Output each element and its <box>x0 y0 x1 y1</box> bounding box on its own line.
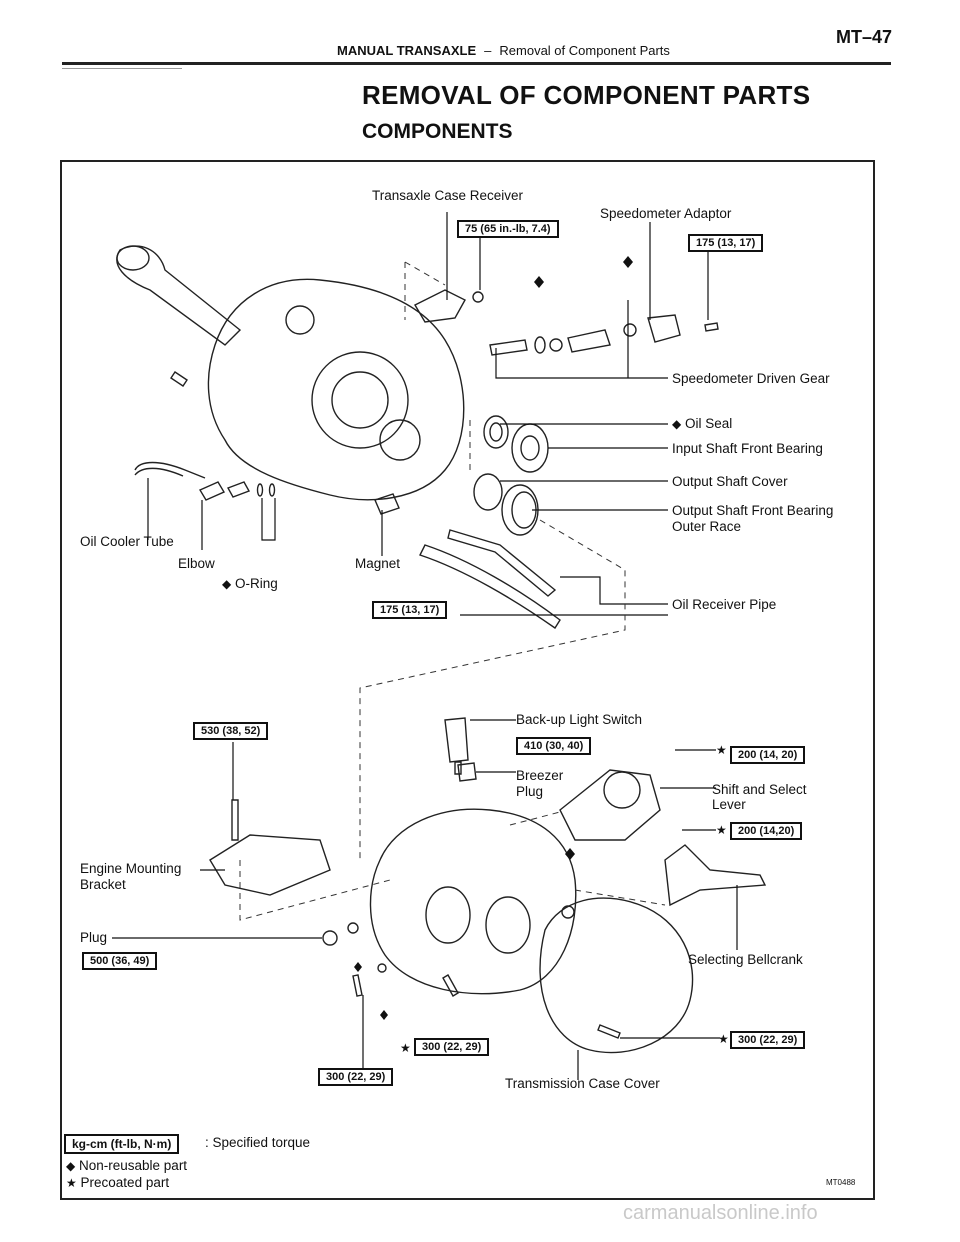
transaxle-case <box>207 278 465 501</box>
figure-code: MT0488 <box>826 1178 856 1187</box>
legend-unit-desc: : Specified torque <box>205 1135 311 1150</box>
label-transmission-case-cover: Transmission Case Cover <box>505 1076 660 1091</box>
label-outer-race: Outer Race <box>672 519 742 534</box>
torque-410: 410 (30, 40) <box>516 737 592 755</box>
torque-300-c: 300 (22, 29) <box>318 1068 394 1086</box>
section-name: MANUAL TRANSAXLE <box>337 43 477 58</box>
torque-530: 530 (38, 52) <box>193 722 269 740</box>
star-marker-200b: ★ <box>716 822 727 837</box>
star-icon: ★ <box>400 1041 411 1055</box>
subsection-name: Removal of Component Parts <box>499 43 670 58</box>
header-rule <box>62 62 891 65</box>
label-breezer: Breezer <box>516 768 564 783</box>
oil-seal-text: Oil Seal <box>685 416 733 431</box>
label-lever: Lever <box>712 797 746 812</box>
torque-500: 500 (36, 49) <box>82 952 158 970</box>
legend-non-reusable: ◆ Non-reusable part <box>66 1158 187 1173</box>
label-oil-receiver-pipe: Oil Receiver Pipe <box>672 597 777 612</box>
label-output-shaft-cover: Output Shaft Cover <box>672 474 788 489</box>
diamond-icon: ◆ <box>672 417 682 431</box>
label-selecting-bellcrank: Selecting Bellcrank <box>688 952 803 967</box>
label-plug: Plug <box>80 930 108 945</box>
label-elbow: Elbow <box>178 556 215 571</box>
star-icon: ★ <box>716 823 727 837</box>
o-ring-text: O-Ring <box>235 576 278 591</box>
label-oil-seal: ◆ Oil Seal <box>672 416 732 431</box>
star-marker-200a: ★ <box>716 742 727 757</box>
star-marker-300b: ★ <box>718 1031 729 1046</box>
label-shift-and-select: Shift and Select <box>712 782 807 797</box>
torque-300-b: 300 (22, 29) <box>730 1031 806 1049</box>
torque-175-mid: 175 (13, 17) <box>372 601 448 619</box>
running-header: MANUAL TRANSAXLE–Removal of Component Pa… <box>337 43 670 58</box>
legend-unit-box: kg-cm (ft-lb, N·m) <box>64 1134 180 1154</box>
label-output-shaft-front-bearing: Output Shaft Front Bearing <box>672 503 834 518</box>
label-magnet: Magnet <box>355 556 401 571</box>
legend-precoated: ★ Precoated part <box>66 1175 169 1190</box>
header-subrule <box>62 68 182 69</box>
label-engine-mounting: Engine Mounting <box>80 861 182 876</box>
page-number: MT–47 <box>836 27 893 47</box>
label-transaxle-case-receiver: Transaxle Case Receiver <box>372 188 524 203</box>
legend-precoated-text: Precoated part <box>80 1175 170 1190</box>
label-o-ring: ◆ O-Ring <box>222 576 278 591</box>
torque-175-top: 175 (13, 17) <box>688 234 764 252</box>
star-icon: ★ <box>716 743 727 757</box>
label-input-shaft-front-bearing: Input Shaft Front Bearing <box>672 441 823 456</box>
torque-75: 75 (65 in.-lb, 7.4) <box>457 220 559 238</box>
legend-non-reusable-text: Non-reusable part <box>79 1158 188 1173</box>
label-bracket: Bracket <box>80 877 126 892</box>
page-title: REMOVAL OF COMPONENT PARTS <box>362 80 811 110</box>
section-title: COMPONENTS <box>362 120 513 143</box>
torque-200-a: 200 (14, 20) <box>730 746 806 764</box>
label-speedometer-adaptor: Speedometer Adaptor <box>600 206 732 221</box>
label-speedometer-driven-gear: Speedometer Driven Gear <box>672 371 830 386</box>
label-breezer-plug: Plug <box>516 784 544 799</box>
transmission-case <box>369 808 577 995</box>
torque-200-b: 200 (14,20) <box>730 822 803 840</box>
star-icon: ★ <box>718 1032 729 1046</box>
star-icon: ★ <box>66 1176 77 1190</box>
torque-300-a: 300 (22, 29) <box>414 1038 490 1056</box>
header-separator: – <box>484 43 492 58</box>
watermark: carmanualsonline.info <box>623 1202 818 1224</box>
diamond-icon: ◆ <box>222 577 232 591</box>
label-backup-light-switch: Back-up Light Switch <box>516 712 643 727</box>
figure-frame <box>60 160 875 1200</box>
diamond-icon: ◆ <box>66 1159 76 1173</box>
star-marker-300a: ★ <box>400 1040 411 1055</box>
label-oil-cooler-tube: Oil Cooler Tube <box>80 534 174 549</box>
